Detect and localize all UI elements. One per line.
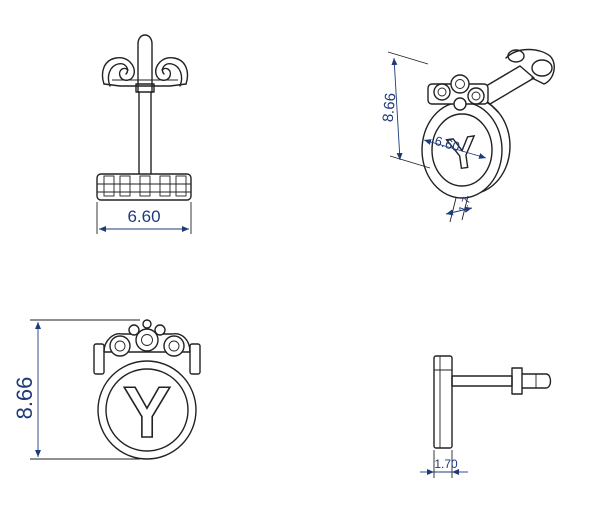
front-height-dimension: 8.66 — [12, 319, 140, 460]
iso-depth-label: 1.7 — [457, 196, 474, 214]
post — [137, 34, 153, 93]
side-thickness-dimension: 1.70 — [420, 450, 468, 478]
earring-back-scrolls — [101, 57, 189, 87]
front-right-stub — [189, 343, 201, 375]
iso-height-label: 8.66 — [380, 92, 400, 123]
top-width-label: 6.60 — [127, 207, 160, 226]
front-disc-inner — [105, 368, 189, 452]
side-body — [433, 355, 453, 449]
top-width-dimension: 6.60 — [96, 202, 192, 234]
side-back-tip — [521, 373, 552, 389]
post-collar — [135, 83, 155, 93]
front-height-label: 8.66 — [12, 377, 37, 420]
isometric-view: Y 8.66 6.60 1.7 — [380, 48, 555, 223]
side-post — [451, 375, 513, 387]
iso-depth-dimension: 1.7 — [445, 196, 474, 223]
front-crown — [103, 319, 191, 357]
iso-width-dimension: 6.60 — [423, 133, 487, 159]
iso-height-dimension: 8.66 — [380, 51, 431, 169]
top-view: 6.60 — [96, 34, 192, 234]
front-left-stub — [93, 343, 105, 375]
iso-crown — [427, 74, 489, 111]
side-view: 1.70 — [420, 355, 552, 478]
front-letter: Y — [123, 373, 171, 453]
front-disc-outer — [97, 360, 197, 460]
front-view: Y 8.66 — [12, 319, 201, 460]
stud-top-profile — [96, 173, 192, 201]
side-thickness-label: 1.70 — [434, 457, 458, 471]
side-back-collar — [511, 367, 523, 395]
iso-width-label: 6.60 — [433, 133, 461, 154]
